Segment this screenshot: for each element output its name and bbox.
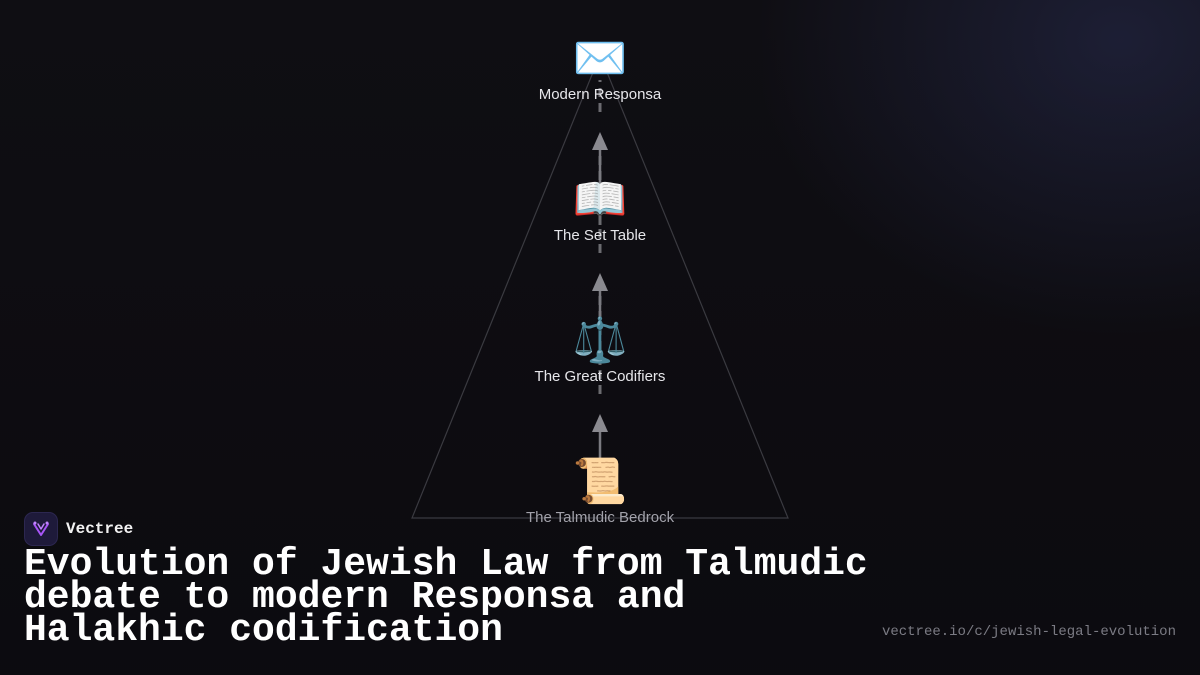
- node-great-codifiers: ⚖️ The Great Codifiers: [480, 315, 720, 386]
- page-title: Evolution of Jewish Law from Talmudic de…: [24, 543, 868, 652]
- evolution-diagram: ✉️ Modern Responsa 📖 The Set Table ⚖️ Th…: [411, 33, 789, 527]
- connector-set-table-to-responsa: [592, 80, 608, 225]
- node-talmudic-bedrock: 📜 The Talmudic Bedrock: [480, 456, 720, 527]
- diagram-lines: [411, 53, 789, 519]
- balance-scale-icon: ⚖️: [572, 315, 628, 366]
- node-label: The Great Codifiers: [534, 368, 666, 385]
- pyramid-outline: [411, 53, 789, 519]
- node-label: The Talmudic Bedrock: [525, 509, 675, 526]
- arrowhead: [592, 132, 608, 150]
- node-label: The Set Table: [553, 227, 647, 244]
- node-label: Modern Responsa: [538, 86, 662, 103]
- brand[interactable]: Vectree: [24, 512, 133, 546]
- open-book-icon: 📖: [572, 174, 628, 225]
- connector-codifiers-to-set-table: [592, 225, 608, 365]
- node-set-table: 📖 The Set Table: [480, 174, 720, 245]
- arrowhead: [592, 273, 608, 291]
- envelope-icon: ✉️: [572, 33, 628, 84]
- vectree-logo-icon: [24, 512, 58, 546]
- scroll-icon: 📜: [572, 456, 628, 507]
- connector-bedrock-to-codifiers: [592, 366, 608, 467]
- node-modern-responsa: ✉️ Modern Responsa: [480, 33, 720, 104]
- source-url[interactable]: vectree.io/c/jewish-legal-evolution: [881, 624, 1176, 640]
- brand-name: Vectree: [66, 520, 134, 538]
- arrowhead: [592, 414, 608, 432]
